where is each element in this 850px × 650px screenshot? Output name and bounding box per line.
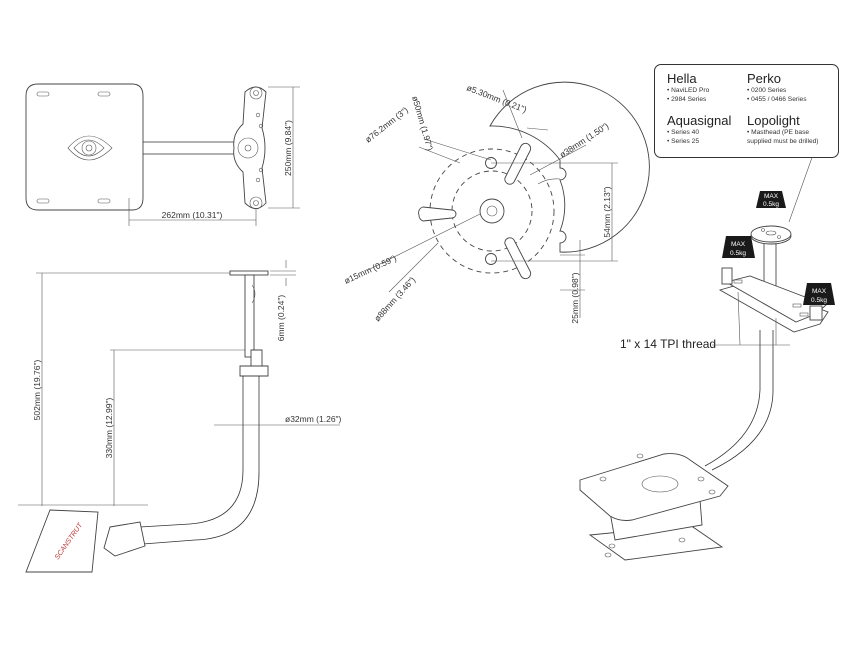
load-badge-left: MAX 0.5kg bbox=[722, 236, 755, 258]
svg-text:MAX: MAX bbox=[764, 193, 779, 200]
compatibility-box: Hella • NaviLED Pro • 2984 Series Perko … bbox=[654, 64, 839, 158]
svg-text:MAX: MAX bbox=[731, 241, 746, 248]
side-view bbox=[18, 260, 340, 573]
dim-plate-thickness: 6mm (0.24") bbox=[276, 295, 286, 342]
lopolight-item: supplied must be drilled) bbox=[747, 138, 819, 145]
dim-total-height: 502mm (19.76") bbox=[32, 360, 42, 421]
dim-top-height: 250mm (9.84") bbox=[283, 120, 293, 176]
svg-text:0.5kg: 0.5kg bbox=[763, 201, 779, 208]
brand-perko: Perko bbox=[747, 71, 781, 86]
svg-text:0.5kg: 0.5kg bbox=[730, 250, 746, 257]
dim-center-hole: ø15mm (0.59") bbox=[343, 253, 398, 286]
bracket-top-view bbox=[233, 86, 267, 209]
base-plate-round bbox=[489, 81, 650, 253]
dim-pcd-50: ø50mm (1.97") bbox=[410, 95, 435, 152]
aquasignal-item: • Series 25 bbox=[667, 138, 699, 145]
thread-label: 1" x 14 TPI thread bbox=[620, 337, 717, 351]
brand-lopolight: Lopolight bbox=[747, 113, 800, 128]
load-badge-top: MAX 0.5kg bbox=[756, 191, 786, 208]
load-badge-right: MAX 0.5kg bbox=[803, 283, 835, 305]
brand-aquasignal: Aquasignal bbox=[667, 113, 732, 128]
base-pattern bbox=[367, 81, 650, 318]
dim-arm-height: 330mm (12.99") bbox=[104, 398, 114, 459]
perko-item: • 0455 / 0466 Series bbox=[747, 96, 807, 103]
dim-hole-spacing: 54mm (2.13") bbox=[602, 186, 612, 237]
dim-pcd-76: ø76.2mm (3") bbox=[363, 105, 410, 145]
aquasignal-item: • Series 40 bbox=[667, 129, 699, 136]
swivel-base bbox=[103, 521, 146, 557]
brand-hella: Hella bbox=[667, 71, 697, 86]
hella-item: • NaviLED Pro bbox=[667, 87, 710, 94]
base-plate-top bbox=[25, 83, 144, 211]
svg-text:MAX: MAX bbox=[812, 288, 827, 295]
lopolight-item: • Masthead (PE base bbox=[747, 129, 810, 136]
dim-tube-diameter: ø32mm (1.26") bbox=[285, 414, 342, 424]
top-view bbox=[25, 83, 300, 226]
perko-item: • 0200 Series bbox=[747, 87, 787, 94]
hella-item: • 2984 Series bbox=[667, 96, 707, 103]
iso-view bbox=[579, 151, 829, 561]
dim-edge-offset: 25mm (0.98") bbox=[570, 272, 580, 323]
dim-plate-diameter: ø88mm (3.46") bbox=[372, 275, 417, 324]
dim-top-width: 262mm (10.31") bbox=[162, 210, 223, 220]
svg-text:0.5kg: 0.5kg bbox=[811, 297, 827, 304]
